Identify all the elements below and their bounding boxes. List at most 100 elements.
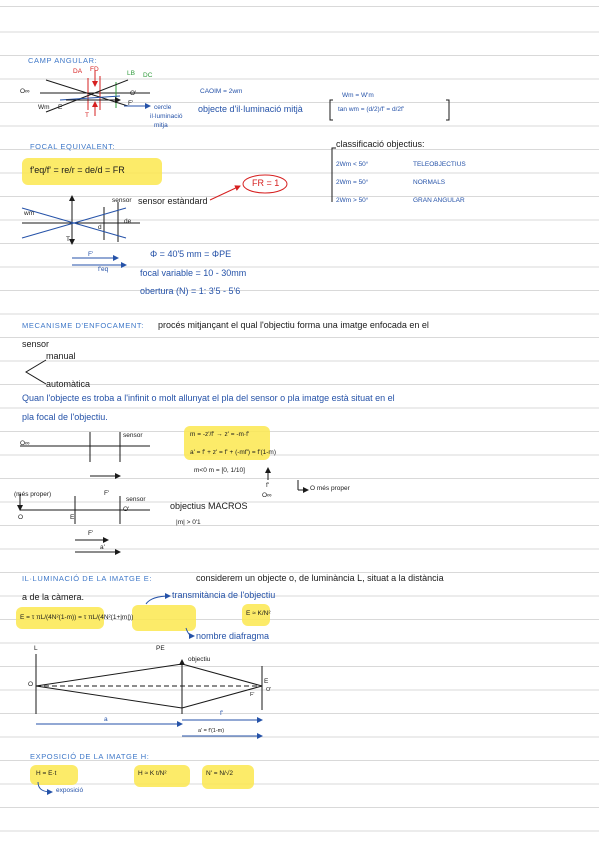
enf2-a-prime: a' — [100, 544, 105, 551]
camp-angular-diagram — [40, 70, 151, 116]
h-formula-1: H = E·t — [36, 770, 57, 777]
caoim-text: CAOIM = 2wm — [200, 88, 243, 95]
label-mitja: mitja — [154, 122, 168, 129]
enfocament-diagram-2 — [17, 467, 309, 555]
m-formula: m = -z'/f' → z' = -m·f' — [190, 431, 250, 438]
heading-focal-equivalent: FOCAL EQUIVALENT: — [30, 142, 116, 151]
class-row-3-name: GRAN ANGULAR — [413, 197, 465, 204]
enf2-o: O — [18, 514, 24, 521]
class-row-1-cond: 2Wm < 50° — [336, 161, 369, 168]
illuminacio-diagram — [35, 654, 263, 739]
exposicio-note: exposició — [56, 787, 84, 794]
heading-exposicio: EXPOSICIÓ DE LA IMATGE H: — [30, 752, 150, 761]
m-formula-highlight — [184, 426, 270, 460]
enf2-sensor: sensor — [126, 496, 146, 503]
label-o-inf: O∞ — [20, 88, 30, 95]
focal-de-label: de — [124, 218, 132, 225]
focal-f-prime: F' — [88, 251, 94, 258]
class-row-2-cond: 2Wm = 50° — [336, 179, 369, 186]
mes-proper: (més proper) — [14, 491, 52, 498]
classificacio-title: classificació objectius: — [336, 139, 425, 149]
m-range: m<0 m = [0, 1/10] — [194, 467, 245, 474]
mecanisme-line-3: Quan l'objecte es troba a l'infinit o mo… — [22, 393, 395, 403]
e-formula-highlight-1 — [16, 607, 104, 629]
focal-formula: f'eq/f' = re/r = de/d = FR — [30, 165, 125, 175]
automatica-label: automàtica — [46, 379, 91, 389]
e-formula-2: E ≈ K/N² — [246, 610, 271, 617]
illum-a-prime: a' = f'(1-m) — [198, 728, 225, 734]
heading-illuminacio: IL·LUMINACIÓ DE LA IMATGE E: — [22, 574, 153, 583]
heading-mecanisme: MECANISME D'ENFOCAMENT: — [22, 321, 144, 330]
label-e: E — [58, 104, 63, 111]
label-o-prime: O' — [130, 90, 137, 97]
n-formula: N' = N/√2 — [206, 770, 234, 777]
enf2-e: E — [70, 514, 75, 521]
enf2-o-prime: O' — [123, 506, 130, 513]
label-wm: Wm — [38, 104, 50, 111]
focal-sensor-label: sensor — [112, 197, 132, 204]
n-formula-highlight — [202, 765, 254, 789]
label-cercle: cercle — [154, 104, 172, 111]
label-dc: DC — [143, 72, 153, 79]
mecanisme-line-1: procés mitjançant el qual l'objectiu for… — [158, 320, 429, 330]
transmitancia-label: transmitància de l'objectiu — [172, 590, 276, 600]
illum-o-prime: O' — [266, 687, 272, 693]
mes-proper-note: O més proper — [310, 485, 350, 492]
f-label: f' — [266, 482, 270, 489]
obertura-text: obertura (N) = 1: 3'5 - 5'6 — [140, 286, 241, 296]
illum-o: O — [28, 681, 34, 688]
mecanisme-line-2: sensor — [22, 339, 50, 349]
label-f-prime: F' — [128, 100, 134, 107]
nombre-diafragma: nombre diafragma — [196, 631, 270, 641]
a-formula: a' = f' + z' = f' + (-mf') = f'(1-m) — [190, 449, 277, 456]
mecanisme-line-4: pla focal de l'objectiu. — [22, 412, 108, 422]
heading-camp-angular: CAMP ANGULAR: — [28, 56, 98, 65]
label-da: DA — [73, 68, 83, 75]
e-formula: E = τ πL/(4N²(1-m)) = τ πL/(4N²(1+|m|)) — [20, 614, 134, 621]
e-formula-highlight-2 — [132, 605, 196, 631]
o-inf-2: O∞ — [262, 492, 272, 499]
manual-label: manual — [46, 351, 76, 361]
focal-d-label: d — [98, 224, 102, 231]
class-row-3-cond: 2Wm > 50° — [336, 197, 369, 204]
illum-line-1: considerem un objecte o, de luminància L… — [196, 573, 444, 583]
class-row-2-name: NORMALS — [413, 179, 446, 186]
enf-o-inf: O∞ — [20, 440, 30, 447]
focal-diagram — [21, 174, 288, 268]
h-formula-2: H ≈ K t/N² — [138, 770, 167, 777]
label-illuminacio: il·luminació — [150, 113, 183, 120]
enfocament-diagram-1 — [20, 432, 150, 479]
h-formula-highlight-2 — [134, 765, 190, 787]
formula-tan: tan wm = (d/2)/f' = d/2f' — [338, 106, 405, 113]
enf2-f-prime: F' — [104, 490, 110, 497]
focal-t-label: T — [66, 236, 70, 243]
label-lb: LB — [127, 70, 135, 77]
illum-a: a — [104, 716, 108, 723]
sensor-estandard: sensor estàndard — [138, 196, 208, 206]
illum-f-prime-2: f' — [220, 710, 224, 717]
illum-f-prime: F' — [250, 692, 255, 698]
macros-label: objectius MACROS — [170, 501, 248, 511]
fr-value: FR = 1 — [252, 178, 280, 188]
focal-wm-label: wm — [24, 210, 35, 217]
label-t: T — [85, 112, 89, 119]
enf-sensor: sensor — [123, 432, 143, 439]
h-formula-highlight-1 — [30, 765, 78, 785]
class-row-1-name: TELEOBJECTIUS — [413, 161, 466, 168]
illum-l: L — [34, 645, 38, 652]
illum-line-2: a de la càmera. — [22, 592, 85, 602]
illum-objectiu: objectiu — [188, 656, 211, 663]
enf2-f-bottom: F' — [88, 530, 94, 537]
formula-wm: Wm = W'm — [342, 92, 374, 99]
illum-e: E — [264, 678, 269, 685]
m-macro: |m| > 0'1 — [176, 519, 201, 526]
focal-variable-text: focal variable = 10 - 30mm — [140, 268, 247, 278]
objecte-text: objecte d'il·luminació mitjà — [198, 104, 303, 114]
focal-f-eq: f'eq — [98, 266, 109, 273]
focal-formula-highlight — [22, 158, 162, 185]
phi-text: Φ = 40'5 mm = ΦPE — [150, 249, 232, 259]
label-fd: FD — [90, 66, 99, 73]
e-formula-highlight-3 — [242, 604, 270, 626]
illum-pe: PE — [156, 645, 165, 652]
